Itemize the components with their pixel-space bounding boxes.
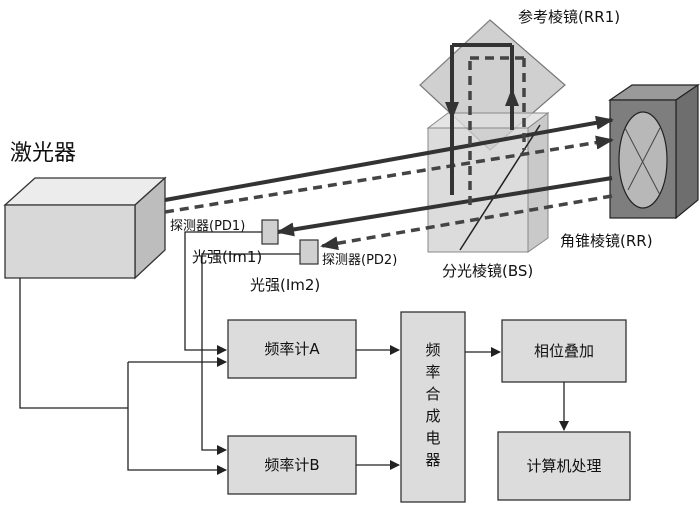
- freq-meter-b-box: 频率计B: [227, 435, 357, 495]
- freq-meter-a-label: 频率计A: [264, 340, 320, 358]
- synthesizer-char: 率: [425, 363, 440, 381]
- computer-box: 计算机处理: [497, 431, 631, 501]
- corner-prism: [608, 83, 700, 220]
- freq-meter-a-box: 频率计A: [227, 319, 357, 379]
- freq-meter-b-label: 频率计B: [264, 456, 319, 474]
- detector-pd1: [261, 219, 279, 245]
- laser-beams: [164, 115, 614, 214]
- laser-label: 激光器: [10, 141, 76, 166]
- corner-prism-label: 角锥棱镜(RR): [560, 232, 653, 250]
- return-beams: [276, 176, 613, 251]
- intensity-im1-label: 光强(Im1): [192, 248, 262, 266]
- intensity-im2-label: 光强(Im2): [250, 276, 320, 294]
- beam-splitter-label: 分光棱镜(BS): [442, 262, 533, 280]
- phase-sum-label: 相位叠加: [534, 342, 594, 360]
- synthesizer-char: 电: [425, 429, 440, 447]
- detector-pd1-label: 探测器(PD1): [170, 219, 245, 234]
- synthesizer-char: 成: [425, 407, 440, 425]
- signal-wires: [19, 231, 569, 475]
- computer-label: 计算机处理: [526, 457, 601, 475]
- reference-prism-label: 参考棱镜(RR1): [518, 8, 620, 26]
- synthesizer-char: 频: [425, 341, 440, 359]
- synthesizer-label: 频率合成电器: [425, 341, 440, 469]
- laser-box: [3, 176, 167, 280]
- detector-pd2-label: 探测器(PD2): [322, 253, 397, 268]
- synthesizer-box: 频率合成电器: [400, 311, 466, 503]
- reference-beams: [445, 43, 526, 205]
- synthesizer-char: 器: [425, 451, 440, 469]
- detector-pd2: [299, 239, 319, 265]
- synthesizer-char: 合: [425, 385, 440, 403]
- phase-sum-box: 相位叠加: [501, 319, 627, 383]
